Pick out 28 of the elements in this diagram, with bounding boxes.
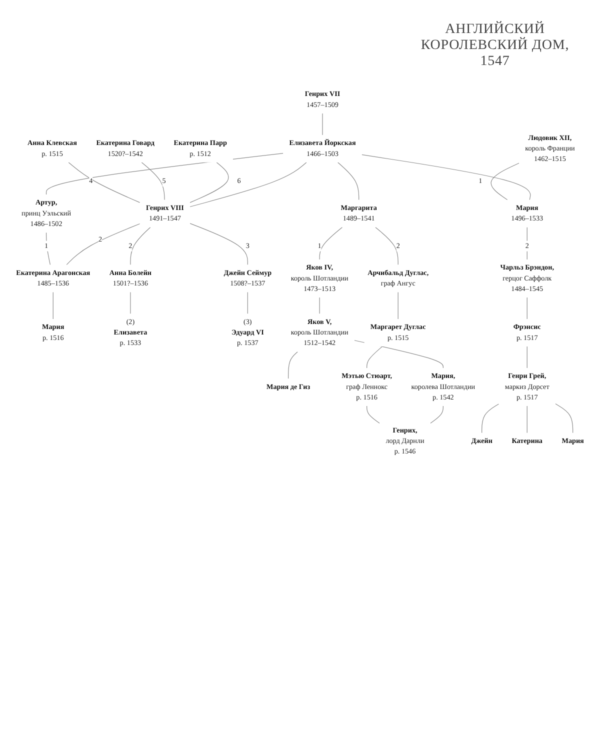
connector: [68, 162, 140, 203]
connector: [190, 162, 229, 203]
connector: [526, 346, 528, 368]
connector: [190, 223, 248, 266]
connector: [130, 226, 151, 266]
connector: [130, 292, 131, 314]
title: АНГЛИЙСКИЙ КОРОЛЕВСКИЙ ДОМ, 1547: [420, 22, 570, 70]
connector: [526, 297, 528, 320]
connector: [46, 152, 284, 195]
connector: [319, 226, 343, 260]
connector: [66, 223, 140, 266]
connector: [190, 162, 307, 208]
connector: [430, 406, 444, 424]
connector: [52, 292, 54, 320]
connector: [490, 162, 520, 200]
connector: [288, 351, 298, 379]
connector: [247, 292, 248, 314]
connector: [375, 226, 398, 266]
connector: [366, 406, 380, 424]
connector: [141, 162, 165, 200]
connector: [338, 162, 360, 200]
connector: [482, 404, 500, 434]
connector: [322, 113, 323, 136]
connector: [555, 404, 574, 434]
connector: [366, 346, 383, 368]
connector: [526, 406, 528, 434]
connector: [362, 154, 531, 200]
connector: [319, 297, 320, 314]
